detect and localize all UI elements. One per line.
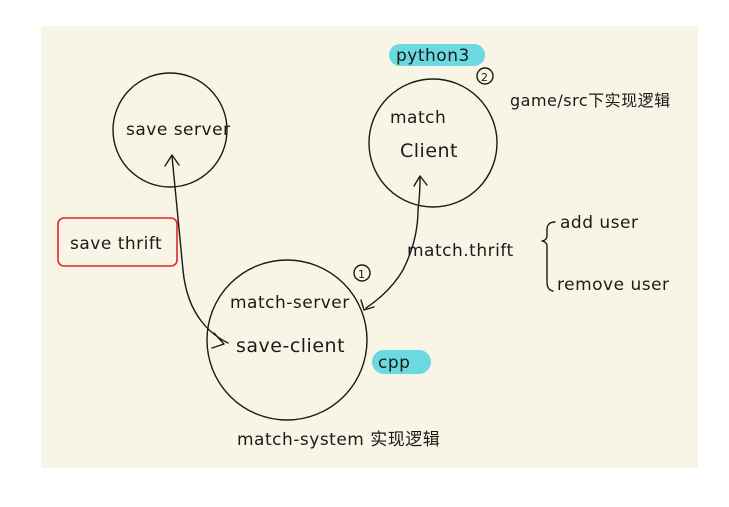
match-system-caption: match-system 实现逻辑 xyxy=(237,430,440,450)
cpp-tag: cpp xyxy=(372,350,431,374)
step-2-label: 2 xyxy=(481,71,489,84)
match-system-label-line1: match-server xyxy=(230,293,350,313)
methods-brace xyxy=(541,221,556,292)
remove-user-label: remove user xyxy=(557,275,670,295)
match-client-label-line2: Client xyxy=(400,140,458,162)
step-2-marker: 2 xyxy=(476,67,494,85)
node-match-system: match-server save-client xyxy=(206,259,368,421)
python3-label: python3 xyxy=(396,46,470,66)
arrow-save-client-to-save-server xyxy=(171,155,229,344)
arrowhead-save-client xyxy=(211,332,225,349)
arrowhead-match-server xyxy=(360,299,375,311)
save-thrift-label: save thrift xyxy=(70,234,162,254)
paper-background xyxy=(41,26,698,468)
cpp-label: cpp xyxy=(378,353,410,373)
match-client-label-line1: match xyxy=(390,108,446,128)
match-system-label-line2: save-client xyxy=(236,335,345,357)
match-thrift-label: match.thrift xyxy=(407,241,514,261)
arrow-match-server-to-match-client xyxy=(365,177,421,309)
node-match-client: match Client xyxy=(368,78,498,208)
arrowhead-match-client xyxy=(413,175,428,187)
node-save-server: save server xyxy=(112,72,231,188)
add-user-label: add user xyxy=(560,213,638,233)
game-src-caption: game/src下实现逻辑 xyxy=(510,91,671,110)
step-1-marker: 1 xyxy=(353,264,371,282)
save-thrift-box: save thrift xyxy=(57,217,178,267)
step-1-label: 1 xyxy=(358,268,366,281)
save-server-label: save server xyxy=(126,120,231,140)
python3-tag: python3 xyxy=(389,44,485,66)
arrowhead-save-server xyxy=(164,154,180,167)
